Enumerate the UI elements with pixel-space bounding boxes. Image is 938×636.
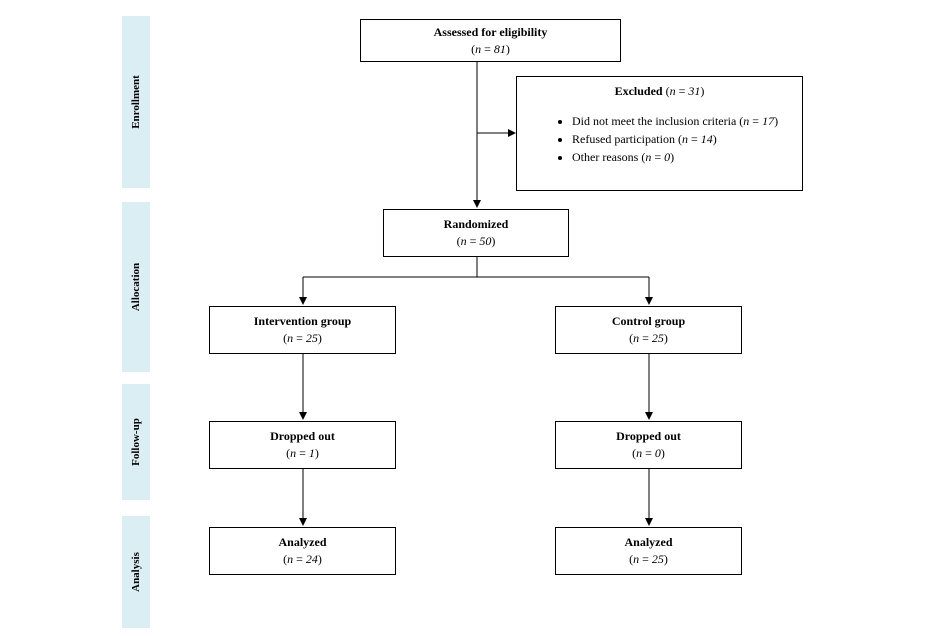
randomized-title: Randomized <box>443 217 509 231</box>
control-dropped-title: Dropped out <box>616 429 681 443</box>
control-dropped-box: Dropped out (n = 0) <box>555 421 742 469</box>
intervention-group-title: Intervention group <box>253 314 352 328</box>
intervention-analyzed-count: (n = 24) <box>283 552 322 566</box>
assessed-box: Assessed for eligibility (n = 81) <box>360 19 621 62</box>
control-analyzed-count: (n = 25) <box>629 552 668 566</box>
excluded-reason: Did not meet the inclusion criteria (n =… <box>572 112 802 130</box>
randomized-count: (n = 50) <box>456 234 496 248</box>
excluded-reason: Other reasons (n = 0) <box>572 148 802 166</box>
intervention-dropped-box: Dropped out (n = 1) <box>209 421 396 469</box>
control-dropped-count: (n = 0) <box>632 446 665 460</box>
phase-band-analysis: Analysis <box>122 516 150 628</box>
intervention-analyzed-title: Analyzed <box>278 535 327 549</box>
intervention-dropped-title: Dropped out <box>270 429 335 443</box>
phase-band-allocation: Allocation <box>122 202 150 372</box>
phase-band-followup: Follow-up <box>122 384 150 500</box>
assessed-count: (n = 81) <box>471 42 510 56</box>
control-analyzed-box: Analyzed (n = 25) <box>555 527 742 575</box>
intervention-dropped-count: (n = 1) <box>286 446 319 460</box>
control-analyzed-title: Analyzed <box>624 535 673 549</box>
intervention-group-count: (n = 25) <box>283 331 322 345</box>
excluded-reason: Refused participation (n = 14) <box>572 130 802 148</box>
control-group-count: (n = 25) <box>629 331 668 345</box>
intervention-group-box: Intervention group (n = 25) <box>209 306 396 354</box>
control-group-box: Control group (n = 25) <box>555 306 742 354</box>
assessed-title: Assessed for eligibility <box>433 25 548 39</box>
intervention-analyzed-box: Analyzed (n = 24) <box>209 527 396 575</box>
excluded-reasons-list: Did not meet the inclusion criteria (n =… <box>517 112 802 166</box>
randomized-box: Randomized (n = 50) <box>383 209 569 257</box>
excluded-title: Excluded (n = 31) <box>614 84 705 98</box>
excluded-box: Excluded (n = 31) Did not meet the inclu… <box>516 76 803 191</box>
control-group-title: Control group <box>611 314 686 328</box>
phase-band-enrollment: Enrollment <box>122 16 150 188</box>
